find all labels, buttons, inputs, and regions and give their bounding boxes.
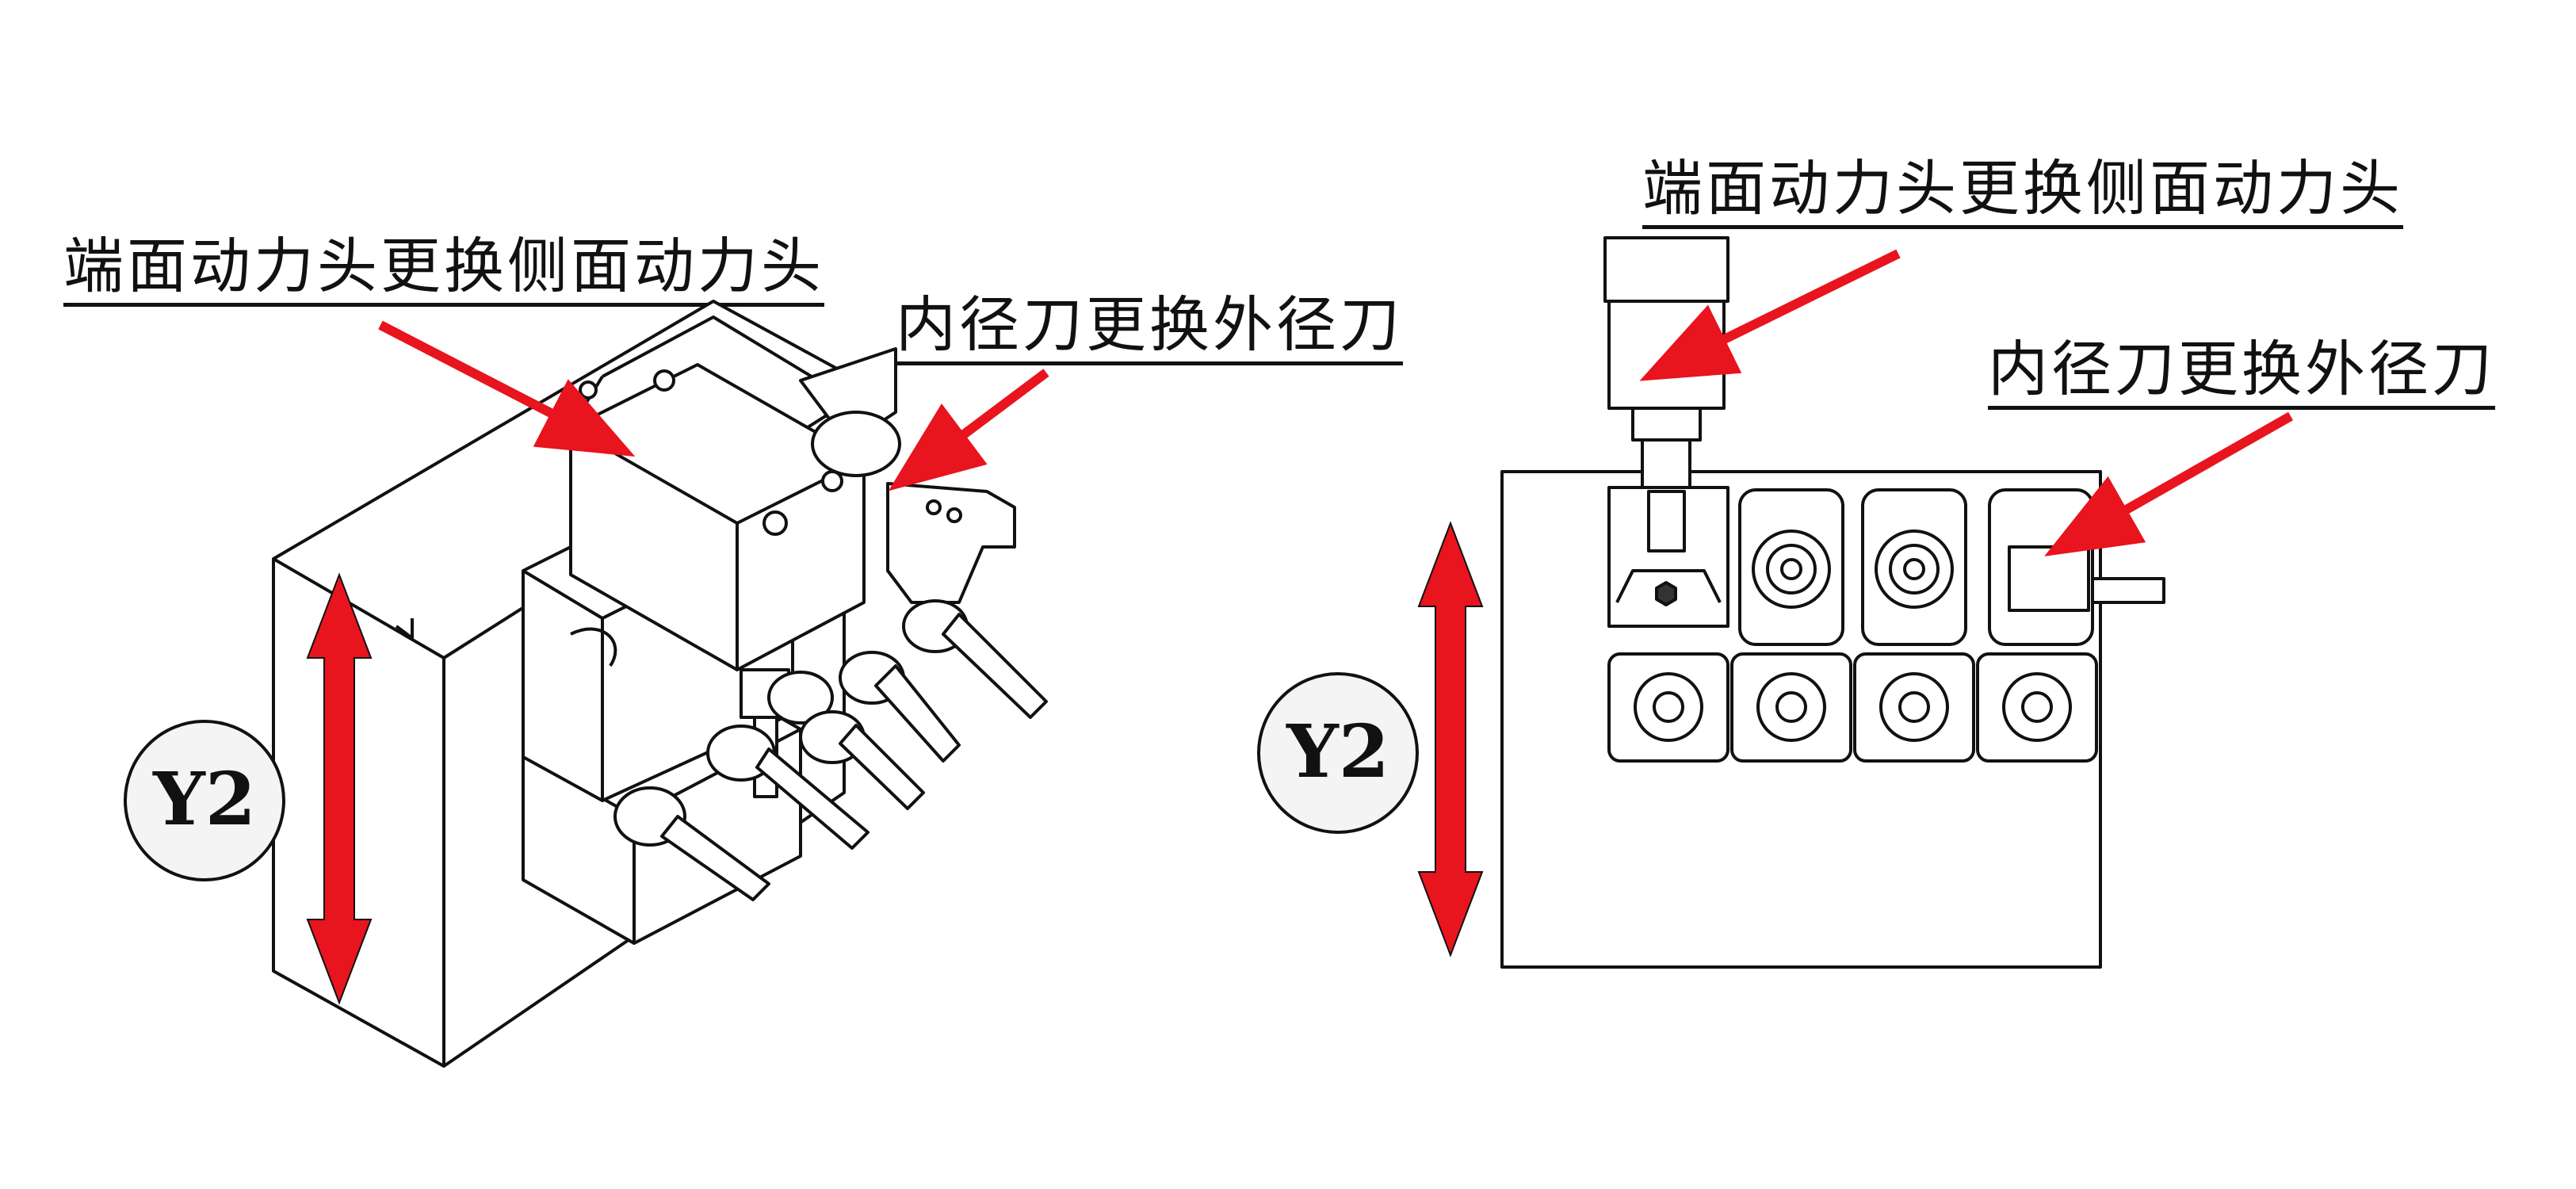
left-arrow-end-face [378,320,636,457]
left-isometric-machine [272,300,1048,1068]
right-y2-badge: Y2 [1257,672,1419,834]
right-front-machine [1500,236,2165,969]
right-arrow-end-face [1639,249,1901,381]
right-y2-double-arrow [1417,521,1484,958]
right-arrow-inner-tool [2044,411,2293,556]
left-label-inner-tool: 内径刀更换外径刀 [896,295,1403,365]
left-y2-double-arrow [306,572,373,1005]
right-label-inner-tool: 内径刀更换外径刀 [1988,339,2495,410]
left-y2-badge: Y2 [124,720,285,881]
left-arrow-inner-tool [888,369,1049,491]
left-label-end-face: 端面动力头更换侧面动力头 [63,236,824,307]
left-y2-text: Y2 [152,756,256,842]
right-label-end-face: 端面动力头更换侧面动力头 [1642,159,2403,229]
right-y2-text: Y2 [1286,709,1389,794]
